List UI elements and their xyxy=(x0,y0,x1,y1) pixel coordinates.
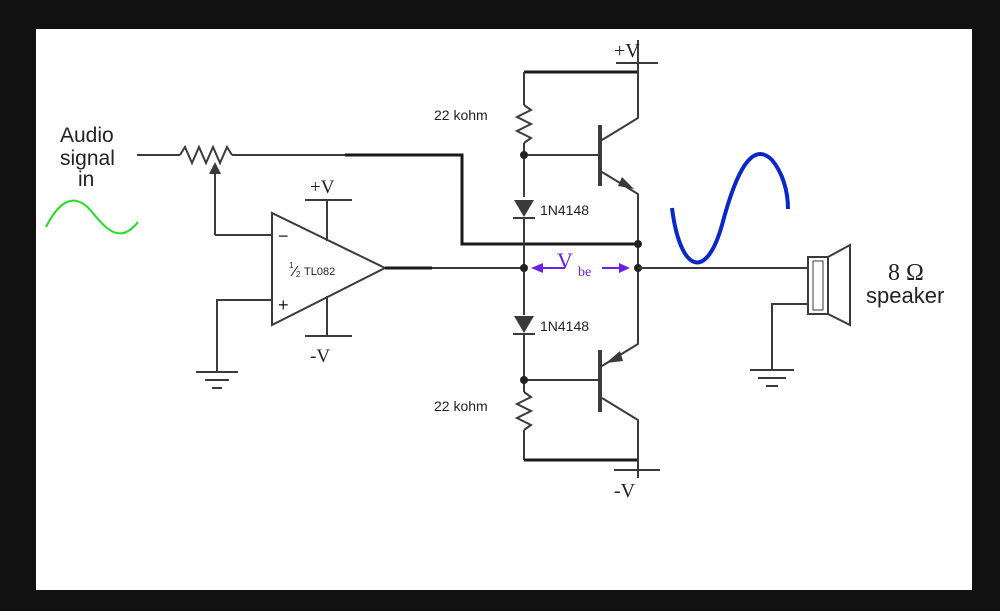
opamp-part-label: TL082 xyxy=(304,266,335,278)
opamp-fraction-numerator: 1 xyxy=(289,261,294,270)
vbe-label-main: V xyxy=(557,248,573,273)
input-waveform xyxy=(45,199,139,235)
resistor-top-label: 22 kohm xyxy=(434,107,488,123)
vbe-label-sub: be xyxy=(578,265,591,280)
diode-top-label: 1N4148 xyxy=(540,202,589,218)
ground-symbol-left xyxy=(196,371,238,389)
output-waveform xyxy=(670,152,790,265)
audio-label-line3: in xyxy=(78,168,94,191)
ground-symbol-right xyxy=(750,369,794,387)
vbe-label: V be xyxy=(557,248,591,280)
speaker-label-ohms: 8 Ω xyxy=(888,260,924,286)
diode-bottom-label: 1N4148 xyxy=(540,318,589,334)
vbe-arrows xyxy=(531,263,630,273)
opamp-fraction-bar xyxy=(290,265,299,277)
speaker-icon xyxy=(807,243,851,327)
neg-rail-label: -V xyxy=(614,480,636,502)
opamp-noninverting-label: + xyxy=(278,295,289,315)
op-amp xyxy=(215,199,388,372)
pnp-transistor xyxy=(598,268,639,460)
audio-label-line1: Audio xyxy=(60,124,114,147)
opamp-neg-supply-label: -V xyxy=(310,346,330,367)
opamp-pos-supply-label: +V xyxy=(310,177,335,198)
resistor-bottom-label: 22 kohm xyxy=(434,398,488,414)
feedback-wire xyxy=(345,153,638,246)
junction-dots xyxy=(520,151,642,384)
potentiometer xyxy=(179,144,233,235)
pos-rail-label: +V xyxy=(614,40,640,62)
opamp-fraction-denominator: 2 xyxy=(296,270,301,279)
schematic-canvas: − + 1 2 TL082 +V -V xyxy=(36,29,972,590)
circuit-diagram: − + 1 2 TL082 +V -V xyxy=(45,40,944,502)
speaker-return-wire xyxy=(771,303,808,370)
bias-network xyxy=(514,70,638,462)
opamp-inverting-label: − xyxy=(278,226,289,246)
speaker-label-name: speaker xyxy=(866,283,944,308)
diode-top xyxy=(513,200,535,219)
npn-transistor xyxy=(598,72,639,244)
audio-label-line2: signal xyxy=(60,147,115,170)
diode-bottom xyxy=(513,316,535,335)
